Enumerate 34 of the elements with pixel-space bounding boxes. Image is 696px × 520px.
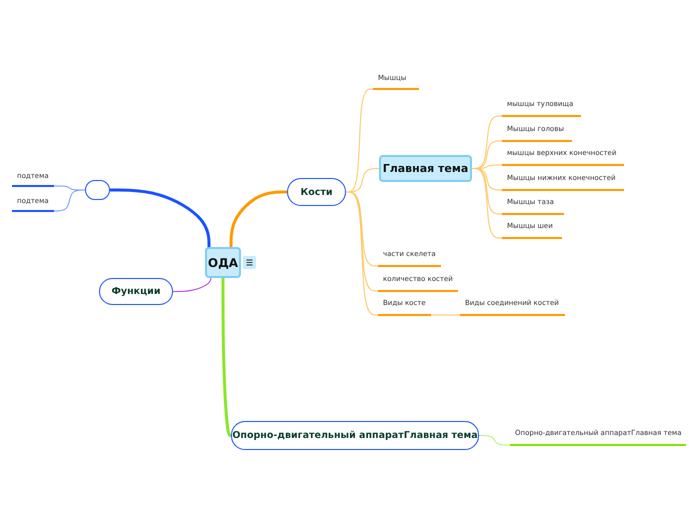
connector-line: [430, 314, 460, 316]
topic-box: [99, 278, 173, 305]
topic-box: [231, 421, 479, 450]
topic-box: [287, 178, 346, 206]
topic-label: Функции: [112, 286, 160, 297]
subtopic-underline: [502, 125, 572, 142]
subtopic-underline: [502, 100, 581, 117]
subtopic-underline: [12, 197, 54, 212]
topic-label: ОДА: [208, 256, 238, 270]
subtopic-underline: [378, 299, 431, 316]
connector-line: [230, 190, 287, 247]
subtopic-underline: [510, 429, 686, 446]
subtopic-underline: [378, 275, 458, 292]
subtopic-underline: [460, 299, 565, 316]
central-topic-box: [205, 247, 241, 278]
subtopic-underline: [502, 222, 562, 239]
subtopic-underline: [12, 172, 54, 187]
subtopic-underline: [378, 250, 441, 267]
topic-label: Опорно-двигательный аппаратГлавная тема: [232, 430, 478, 441]
topic-label: Кости: [300, 186, 333, 198]
box-node: [85, 180, 110, 200]
connector-line: [346, 192, 378, 316]
subtopic-underline: [502, 198, 564, 215]
connector-line: [222, 278, 232, 437]
connector-line: [478, 435, 510, 446]
topic-label: Главная тема: [382, 162, 468, 175]
connector-line: [172, 276, 212, 292]
connector-line: [54, 190, 86, 212]
connector-line: [472, 168, 502, 238]
main-topic-box: [379, 155, 472, 182]
subtopic-underline: [373, 74, 419, 90]
subtopic-underline: [502, 174, 624, 191]
connector-line: [110, 188, 210, 249]
subtopic-underline: [502, 149, 624, 166]
